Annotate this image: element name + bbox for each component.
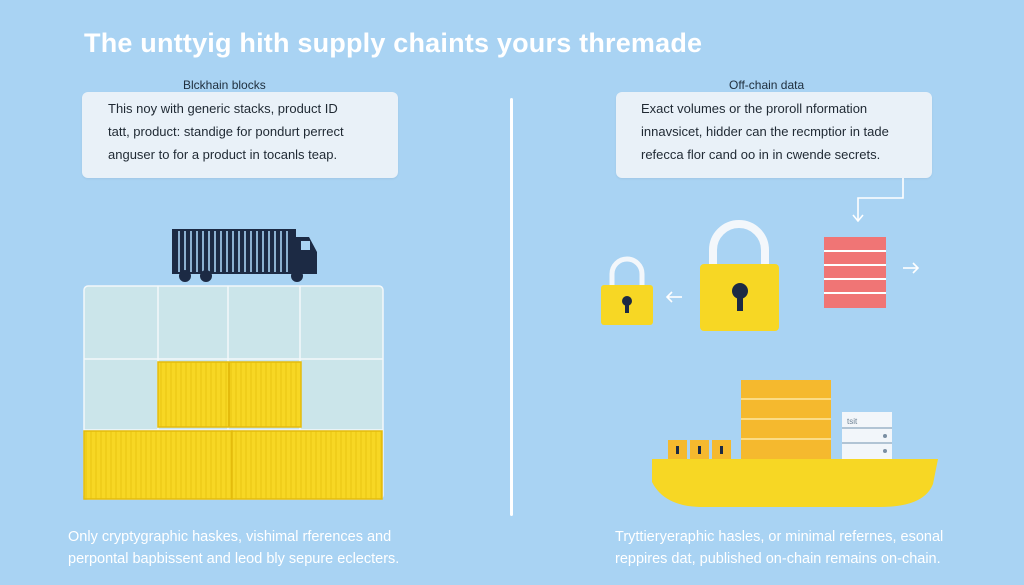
small-lock-icon [601,256,653,325]
arrow-right-icon [903,262,920,274]
off-chain-info-card: Exact volumes or the proroll nformation … [616,92,932,178]
blockchain-caption: Only cryptygraphic haskes, vishimal rfer… [68,526,399,570]
card-line: tatt, product: standige for pondurt perr… [108,124,344,139]
connector-arrow-icon [852,178,904,223]
card-line: anguser to for a product in tocanls teap… [108,147,338,162]
blockchain-info-card: This noy with generic stacks, product ID… [82,92,398,178]
off-chain-data-label: Off-chain data [729,78,805,92]
column-divider [510,98,513,516]
page-title: The unttyig hith supply chaints yours th… [84,28,703,58]
caption-line: reppires dat, published on-chain remains… [615,551,941,567]
database-icon [824,237,886,308]
server-label: tsit [847,417,858,426]
arrow-left-icon [665,291,682,303]
caption-line: Only cryptygraphic haskes, vishimal rfer… [68,529,392,545]
caption-line: Tryttieryeraphic hasles, or minimal refe… [615,529,944,545]
yellow-blocks [83,361,383,500]
card-line: refecca flor cand oo in in cwende secret… [641,147,881,162]
card-line: Exact volumes or the proroll nformation [641,101,868,116]
truck-icon [172,229,317,282]
caption-line: perpontal bapbissent and leod bly sepure… [68,551,400,567]
blockchain-blocks-label: Blckhain blocks [183,78,266,92]
off-chain-caption: Tryttieryeraphic hasles, or minimal refe… [615,526,943,570]
ship-icon: tsit [652,380,938,507]
card-line: innavsicet, hidder can the recmptior in … [641,124,889,139]
mini-lock-icons [668,440,731,459]
card-line: This noy with generic stacks, product ID [108,101,338,116]
large-lock-icon [700,220,779,331]
